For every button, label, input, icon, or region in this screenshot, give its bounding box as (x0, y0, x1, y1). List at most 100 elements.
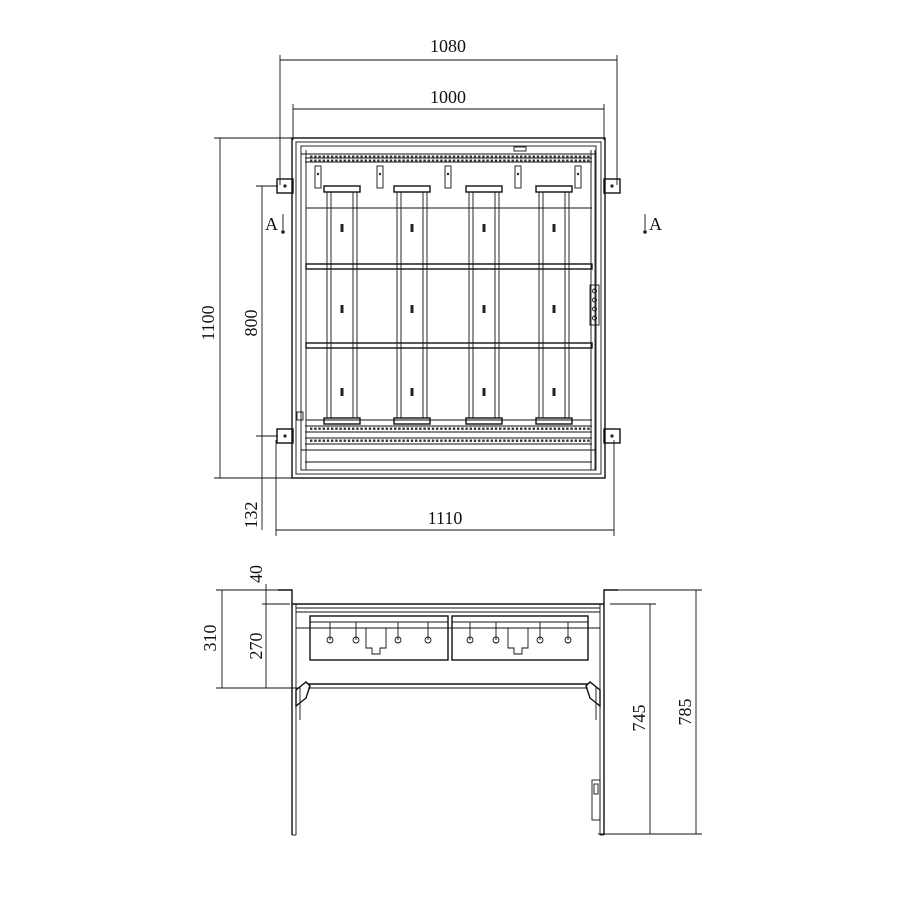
perforation-hole (499, 439, 502, 442)
perforation-hole (360, 427, 363, 430)
perforation-hole (553, 439, 556, 442)
perforation-hole (528, 159, 531, 162)
perforation-hole (536, 439, 540, 442)
perforation-hole (482, 159, 485, 162)
perforation-hole (570, 439, 573, 442)
perforation-hole (410, 427, 414, 430)
perforation-hole (532, 439, 535, 442)
side-hook-knob (492, 636, 500, 644)
perforation-hole (490, 159, 493, 162)
perforation-hole (385, 155, 388, 158)
dim-frame-height: 310 (200, 589, 300, 689)
perforation-hole (469, 427, 472, 430)
perforation-hole (494, 439, 498, 442)
perforation-hole (583, 439, 586, 442)
perforation-hole (347, 155, 351, 158)
perforation-hole (444, 427, 447, 430)
perforation-hole (494, 159, 498, 162)
perforation-hole (326, 155, 330, 158)
hook-hole (446, 172, 450, 176)
perforation-hole (318, 427, 321, 430)
perforation-hole (377, 155, 380, 158)
perforation-hole (343, 159, 346, 162)
perforation-hole (507, 159, 510, 162)
perforation-hole (469, 159, 472, 162)
perforation-hole (360, 439, 363, 442)
perforation-hole (557, 155, 561, 158)
perforation-hole (507, 427, 510, 430)
perforation-hole (377, 439, 380, 442)
perforation-hole (532, 427, 535, 430)
perforation-hole (394, 427, 397, 430)
perforation-hole (549, 159, 552, 162)
mounting-brackets (276, 178, 621, 444)
perforation-hole (536, 427, 540, 430)
perforation-hole (335, 159, 338, 162)
perforation-hole (520, 159, 523, 162)
perforation-hole (368, 439, 372, 442)
perforation-hole (553, 159, 556, 162)
side-hook-knob (536, 636, 544, 644)
dim-rail-height: 800 (241, 185, 278, 437)
perforation-hole (452, 439, 456, 442)
adjustment-knobs (589, 284, 600, 326)
perforation-hole (469, 155, 472, 158)
perforation-hole (541, 159, 544, 162)
perforation-hole (423, 439, 426, 442)
dim-overall-height: 1100 (198, 137, 296, 479)
perforation-hole (423, 155, 426, 158)
basket-clip (340, 224, 344, 232)
basket-clip (340, 388, 344, 396)
perforation-hole (381, 427, 384, 430)
perforation-hole (385, 427, 388, 430)
perforation-hole (473, 155, 477, 158)
basket-column (465, 185, 503, 425)
perforated-strip-top (310, 155, 590, 162)
basket-clip (552, 305, 556, 313)
perforation-hole (331, 427, 334, 430)
dim-leg-height: 745 (598, 603, 702, 835)
perforation-hole (532, 155, 535, 158)
perforation-hole (368, 427, 372, 430)
perforation-hole (566, 155, 569, 158)
perforation-hole (352, 439, 355, 442)
corner-clip (296, 411, 304, 421)
perforation-hole (402, 427, 405, 430)
perforation-hole (490, 439, 493, 442)
perforation-hole (583, 427, 586, 430)
perforation-hole (373, 439, 376, 442)
perforation-hole (389, 427, 393, 430)
perforation-hole (373, 159, 376, 162)
perforation-hole (478, 155, 481, 158)
perforation-hole (343, 427, 346, 430)
perforation-hole (457, 155, 460, 158)
perforation-hole (461, 427, 464, 430)
perforation-hole (322, 439, 325, 442)
perforation-hole (318, 155, 321, 158)
basket-top-bar (323, 185, 361, 193)
perforation-hole (532, 159, 535, 162)
dim-drawer-height: 270 (246, 604, 267, 688)
perforation-hole (423, 159, 426, 162)
perforation-hole (373, 427, 376, 430)
label-1110: 1110 (428, 508, 463, 528)
perforation-hole (574, 427, 577, 430)
basket-clip (482, 224, 486, 232)
perforation-hole (541, 427, 544, 430)
perforation-hole (478, 439, 481, 442)
perforation-hole (549, 427, 552, 430)
perforation-hole (347, 439, 351, 442)
perforation-hole (314, 155, 317, 158)
label-1080: 1080 (430, 36, 466, 56)
perforation-hole (587, 439, 590, 442)
perforation-hole (339, 155, 342, 158)
perforation-hole (587, 159, 590, 162)
perforation-hole (440, 427, 443, 430)
perforation-hole (473, 427, 477, 430)
perforation-hole (352, 155, 355, 158)
perforation-hole (381, 159, 384, 162)
perforation-hole (389, 155, 393, 158)
perforation-hole (490, 155, 493, 158)
hanger-hook (514, 165, 522, 189)
